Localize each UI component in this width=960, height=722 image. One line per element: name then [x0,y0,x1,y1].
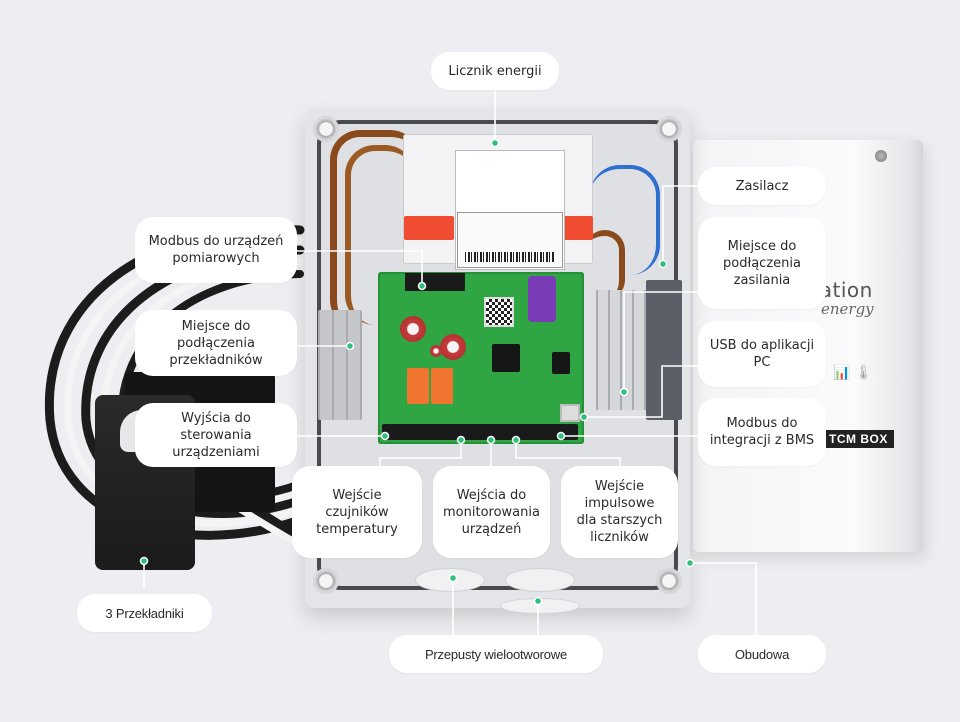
callout-enclosure: Obudowa [698,635,826,673]
corner-screw [313,116,339,142]
ct-terminal-block [318,310,362,420]
corner-screw [313,568,339,594]
meter-barcode [465,252,555,262]
cable-gland [415,568,485,592]
wire-brown [585,230,625,300]
callout-cable-glands: Przepusty wielootworowe [389,635,603,673]
callout-modbus-bms: Modbus do integracji z BMS [698,398,826,466]
corner-screw [656,116,682,142]
corner-screw [656,568,682,594]
capacitor [440,334,466,360]
cable-gland [505,568,575,592]
callout-pulse-inputs: Wejście impulsowe dla starszych licznikó… [561,466,678,558]
callout-control-outputs: Wyjścia do sterowania urządzeniami [135,403,297,467]
capacitor [430,345,442,357]
relay [431,368,453,404]
relay [407,368,429,404]
wire-brown [345,145,415,325]
callout-ct-connection: Miejsce do podłączenia przekładników [135,310,297,376]
sim-card [528,276,556,322]
callout-usb-pc: USB do aplikacji PC [698,321,826,387]
callout-monitoring-inputs: Wejścia do monitorowania urządzeń [433,466,550,558]
power-terminal-block [596,290,646,410]
wire-blue [590,165,660,275]
cable-gland-bottom [500,598,580,614]
meter-terminal-left [404,216,454,240]
wire-brown [330,130,420,330]
callout-temperature-inputs: Wejście czujników temperatury [292,466,422,558]
modbus-terminal [405,273,465,291]
callout-energy-meter: Licznik energii [431,52,559,90]
module-qr-code [484,297,514,327]
capacitor [400,316,426,342]
callout-power-connection: Miejsce do podłączenia zasilania [698,217,826,309]
cover-brand-subtext: energy [821,300,874,318]
callout-current-transformers: 3 Przekładniki [77,594,212,632]
chip [552,352,570,374]
power-supply-unit [646,280,682,420]
cover-chart-thermometer-icons: 📊 🌡 [833,365,873,381]
callout-power-supply: Zasilacz [698,167,826,205]
microcontroller-chip [492,344,520,372]
cover-screw [875,150,887,162]
cover-product-badge: TCM BOX [823,430,894,448]
callout-modbus-metering: Modbus do urządzeń pomiarowych [135,217,297,283]
pcb-terminal-strip [382,424,578,440]
usb-port [560,404,580,422]
